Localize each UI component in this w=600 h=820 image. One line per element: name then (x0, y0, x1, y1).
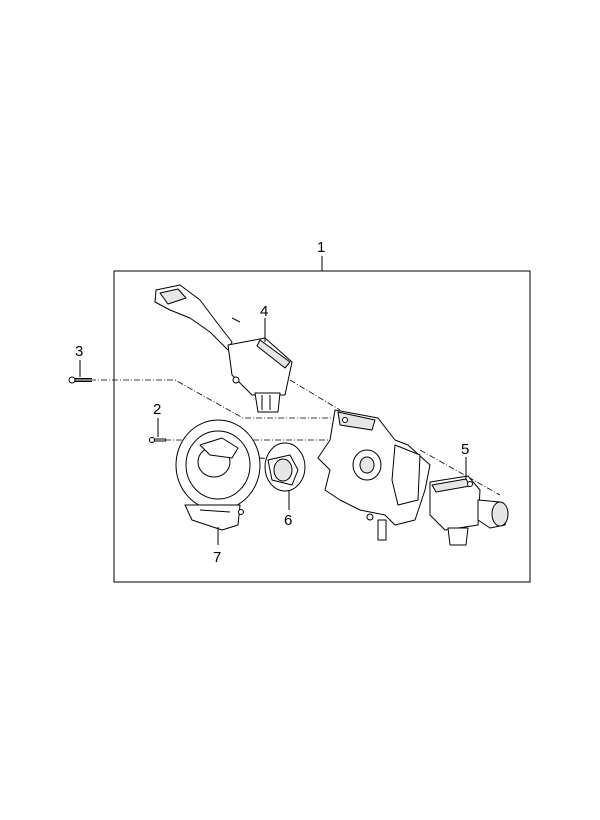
clock-spring-part-7[interactable] (175, 419, 261, 531)
collar-part-6[interactable] (264, 442, 306, 492)
callout-label-3[interactable]: 3 (75, 343, 83, 360)
assembly-line-bolt-3 (90, 379, 340, 419)
callout-label-7[interactable]: 7 (213, 549, 221, 566)
callout-label-2[interactable]: 2 (153, 401, 161, 418)
callout-label-5[interactable]: 5 (461, 441, 469, 458)
column-housing[interactable] (317, 409, 431, 541)
assembly-line-switch-4 (289, 379, 341, 411)
combination-switch-part-4[interactable] (154, 284, 293, 413)
bolt-part-3[interactable] (68, 376, 92, 384)
callout-label-6[interactable]: 6 (284, 512, 292, 529)
ignition-switch-part-5[interactable] (429, 475, 509, 546)
bolt-part-2[interactable] (149, 437, 167, 443)
assembly-line-switch-5 (419, 449, 501, 496)
callout-label-4[interactable]: 4 (260, 303, 268, 320)
callout-label-1[interactable]: 1 (317, 239, 325, 256)
